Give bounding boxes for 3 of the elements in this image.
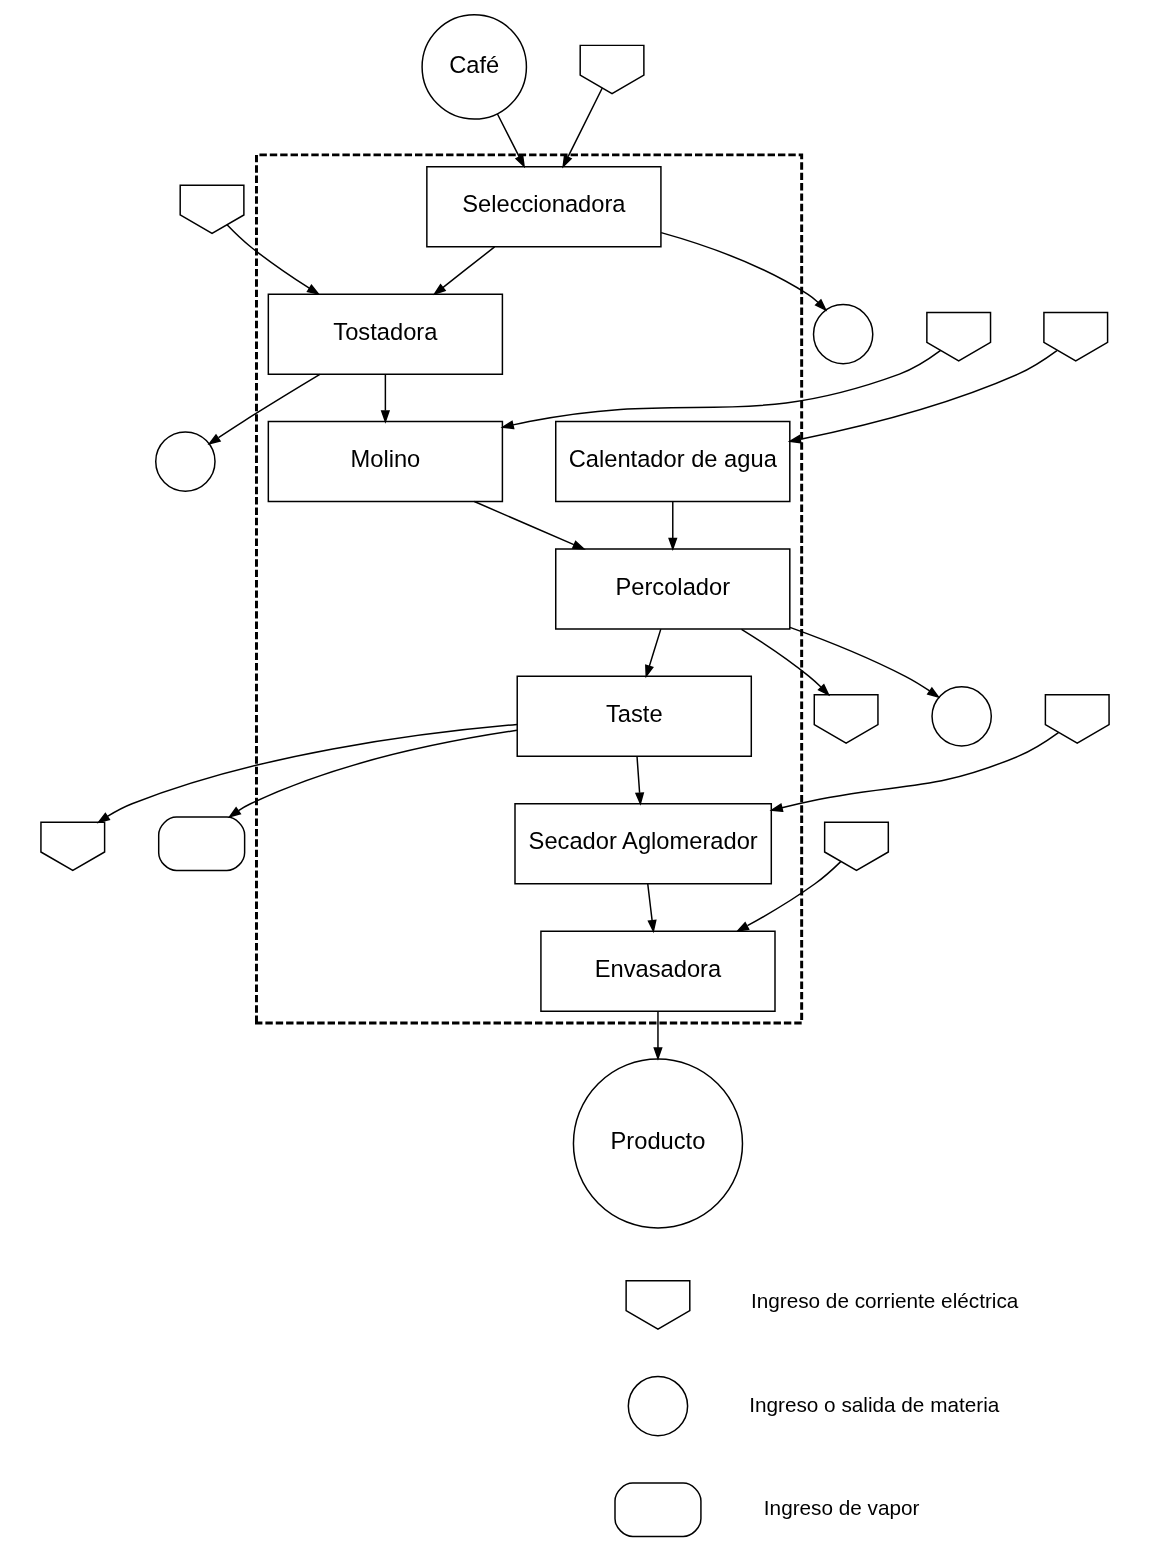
legend-label: Ingreso de vapor <box>763 1496 919 1520</box>
legend-label: Ingreso o salida de materia <box>748 1392 999 1416</box>
legend-label: Ingreso de corriente eléctrica <box>750 1288 1018 1312</box>
